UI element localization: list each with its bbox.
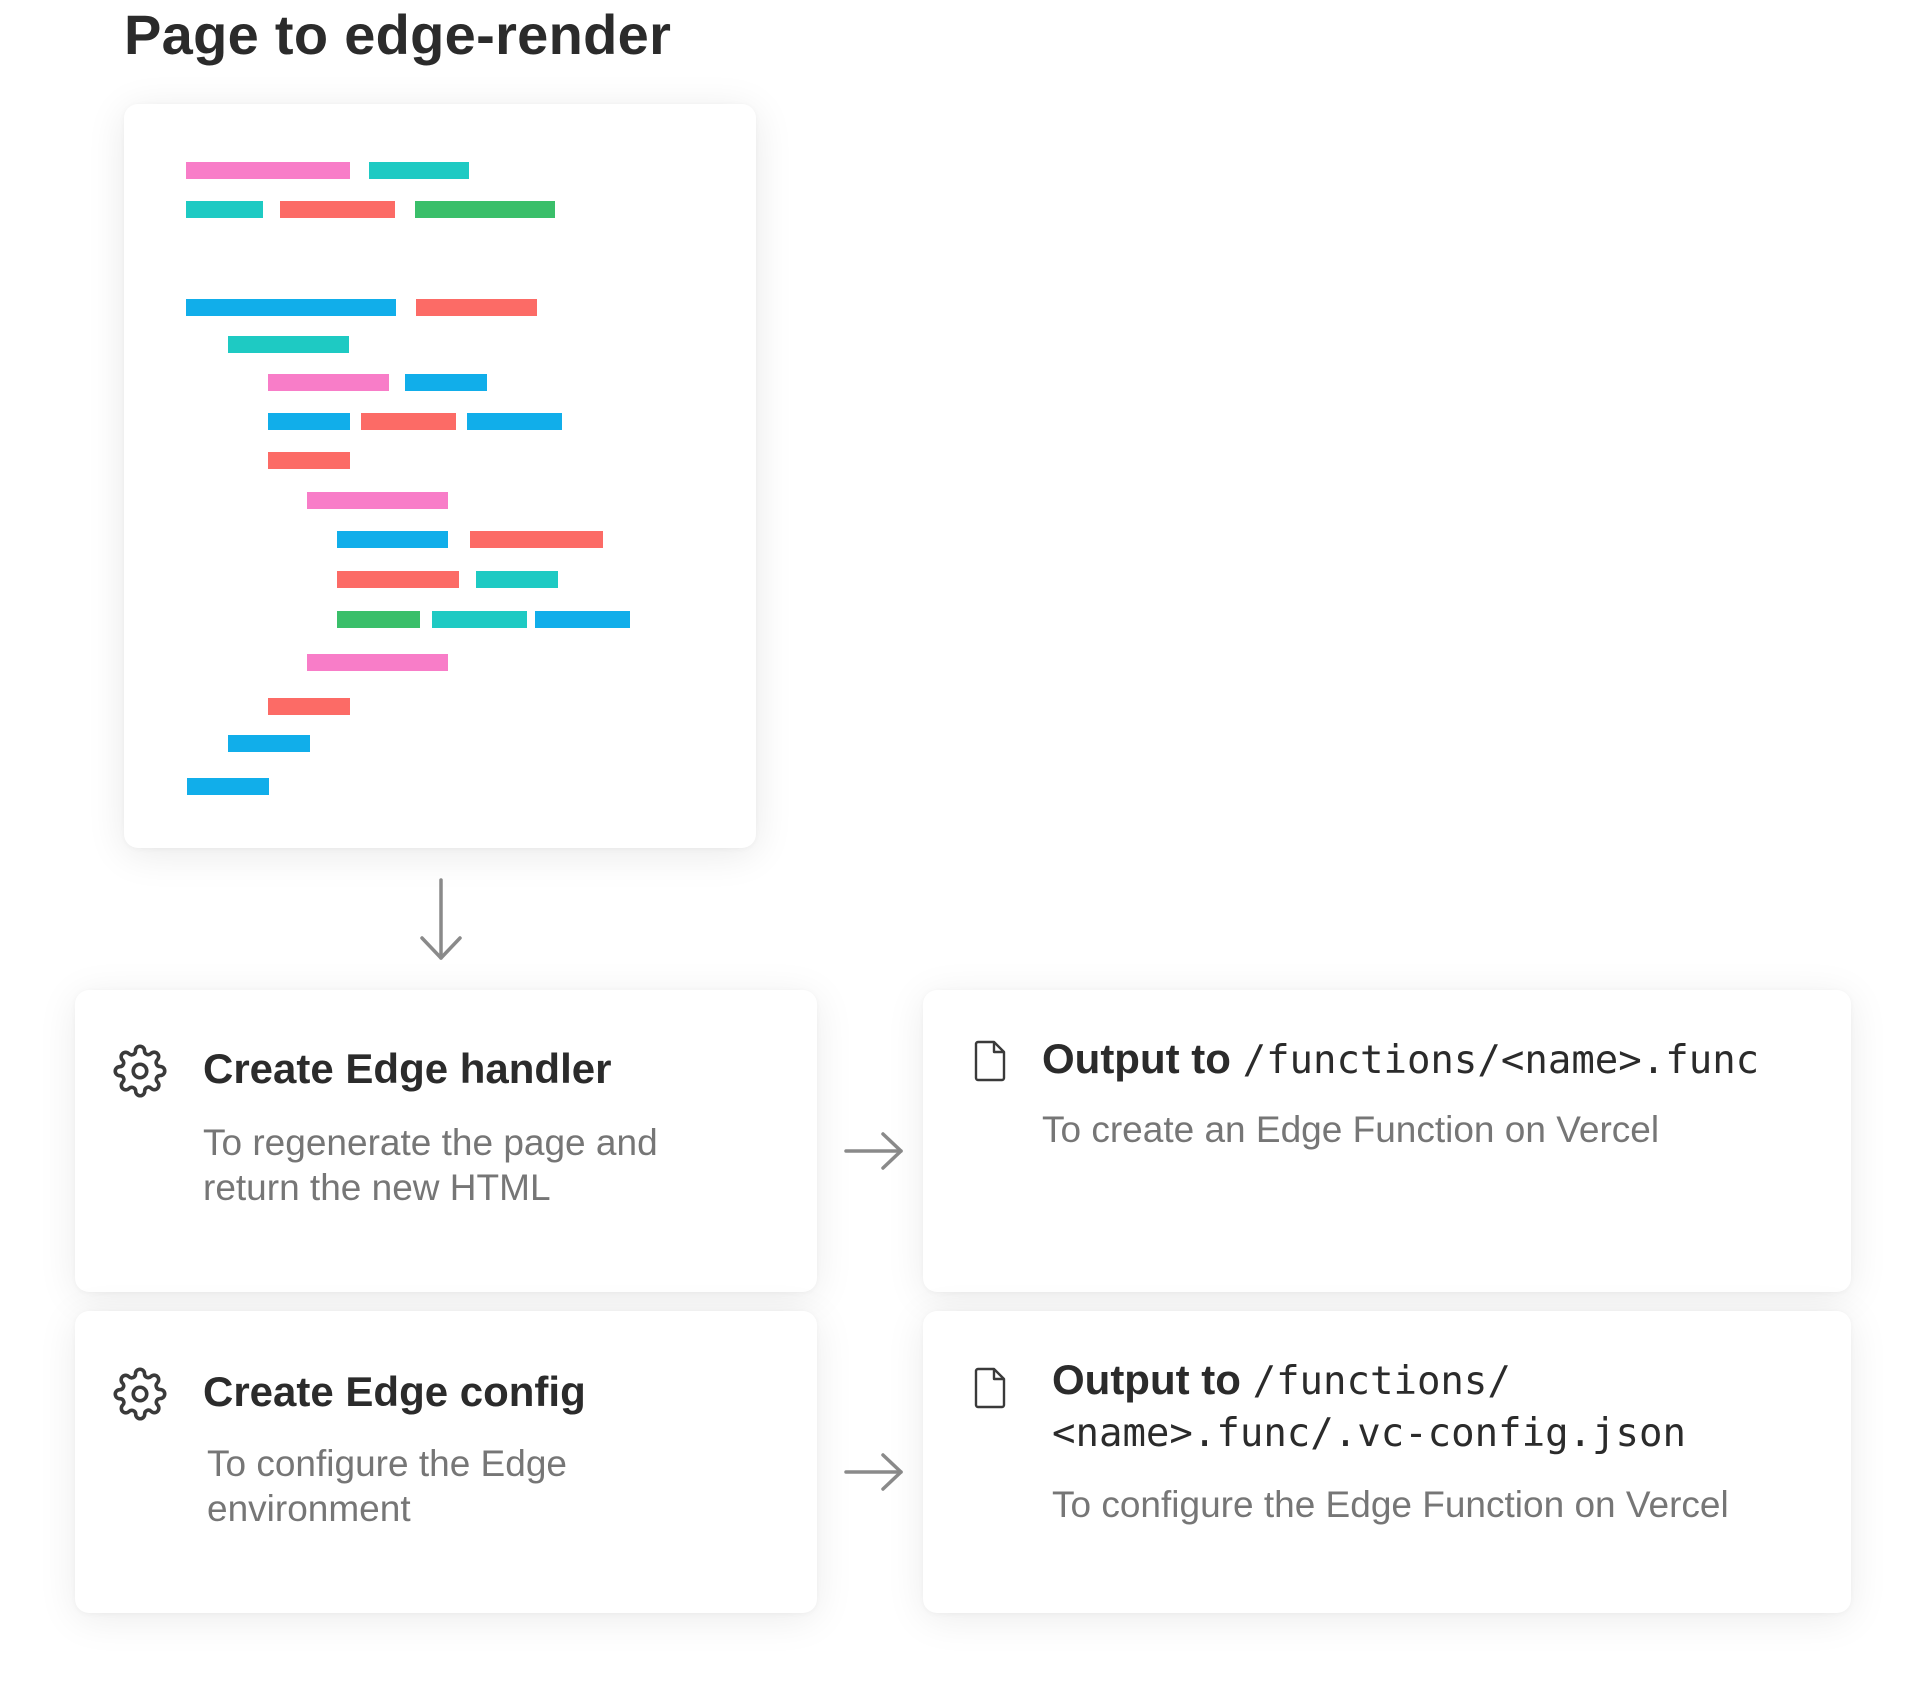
handler-description: To regenerate the page and return the ne… (203, 1122, 658, 1208)
code-token-bar (186, 201, 263, 218)
output-config-card: Output to /functions/ <name>.func/.vc-co… (923, 1311, 1851, 1613)
code-token-bar (268, 374, 389, 391)
diagram-title: Page to edge-render (124, 3, 672, 66)
code-token-bar (268, 413, 350, 430)
code-token-bar (476, 571, 558, 588)
code-token-bar (415, 201, 555, 218)
right-arrow-icon (844, 1453, 903, 1491)
create-edge-config-card: Create Edge config To configure the Edge… (75, 1311, 817, 1613)
output-path: /functions/<name>.func (1242, 1038, 1760, 1083)
output-config-description: To configure the Edge Function on Vercel (1052, 1484, 1729, 1525)
output-path-line1: /functions/ (1252, 1359, 1511, 1404)
down-arrow-icon (420, 878, 462, 960)
code-token-bar (186, 299, 396, 316)
output-prefix: Output to (1042, 1035, 1231, 1082)
code-token-bar (467, 413, 562, 430)
code-token-bar (361, 413, 456, 430)
config-title: Create Edge config (203, 1368, 586, 1415)
handler-title: Create Edge handler (203, 1045, 612, 1092)
code-page-card (124, 104, 756, 848)
output-path-line2: <name>.func/.vc-config.json (1052, 1411, 1686, 1456)
output-func-card: Output to /functions/<name>.func To crea… (923, 990, 1851, 1292)
code-token-bar (535, 611, 630, 628)
code-token-bar (470, 531, 603, 548)
output-prefix: Output to (1052, 1356, 1241, 1403)
code-token-bar (228, 735, 310, 752)
code-token-bar (369, 162, 469, 179)
code-token-bar (405, 374, 487, 391)
gear-icon (113, 1044, 167, 1098)
code-token-bar (337, 611, 420, 628)
gear-icon (113, 1367, 167, 1421)
file-icon (974, 1367, 1006, 1409)
code-token-bar (186, 162, 350, 179)
output-config-title-line1: Output to /functions/ (1052, 1353, 1511, 1409)
code-token-bar (268, 452, 350, 469)
code-token-bar (337, 571, 459, 588)
create-edge-handler-card: Create Edge handler To regenerate the pa… (75, 990, 817, 1292)
file-icon (974, 1040, 1006, 1082)
code-token-bar (432, 611, 527, 628)
code-token-bar (416, 299, 537, 316)
output-func-description: To create an Edge Function on Vercel (1042, 1109, 1660, 1150)
code-token-bar (307, 492, 448, 509)
code-token-bar (268, 698, 350, 715)
right-arrow-icon (844, 1132, 903, 1170)
code-token-bar (337, 531, 448, 548)
code-token-bar (280, 201, 395, 218)
output-func-title: Output to /functions/<name>.func (1042, 1032, 1759, 1088)
code-token-bar (187, 778, 269, 795)
code-token-bar (307, 654, 448, 671)
config-description: To configure the Edge environment (207, 1443, 567, 1529)
code-token-bar (228, 336, 349, 353)
